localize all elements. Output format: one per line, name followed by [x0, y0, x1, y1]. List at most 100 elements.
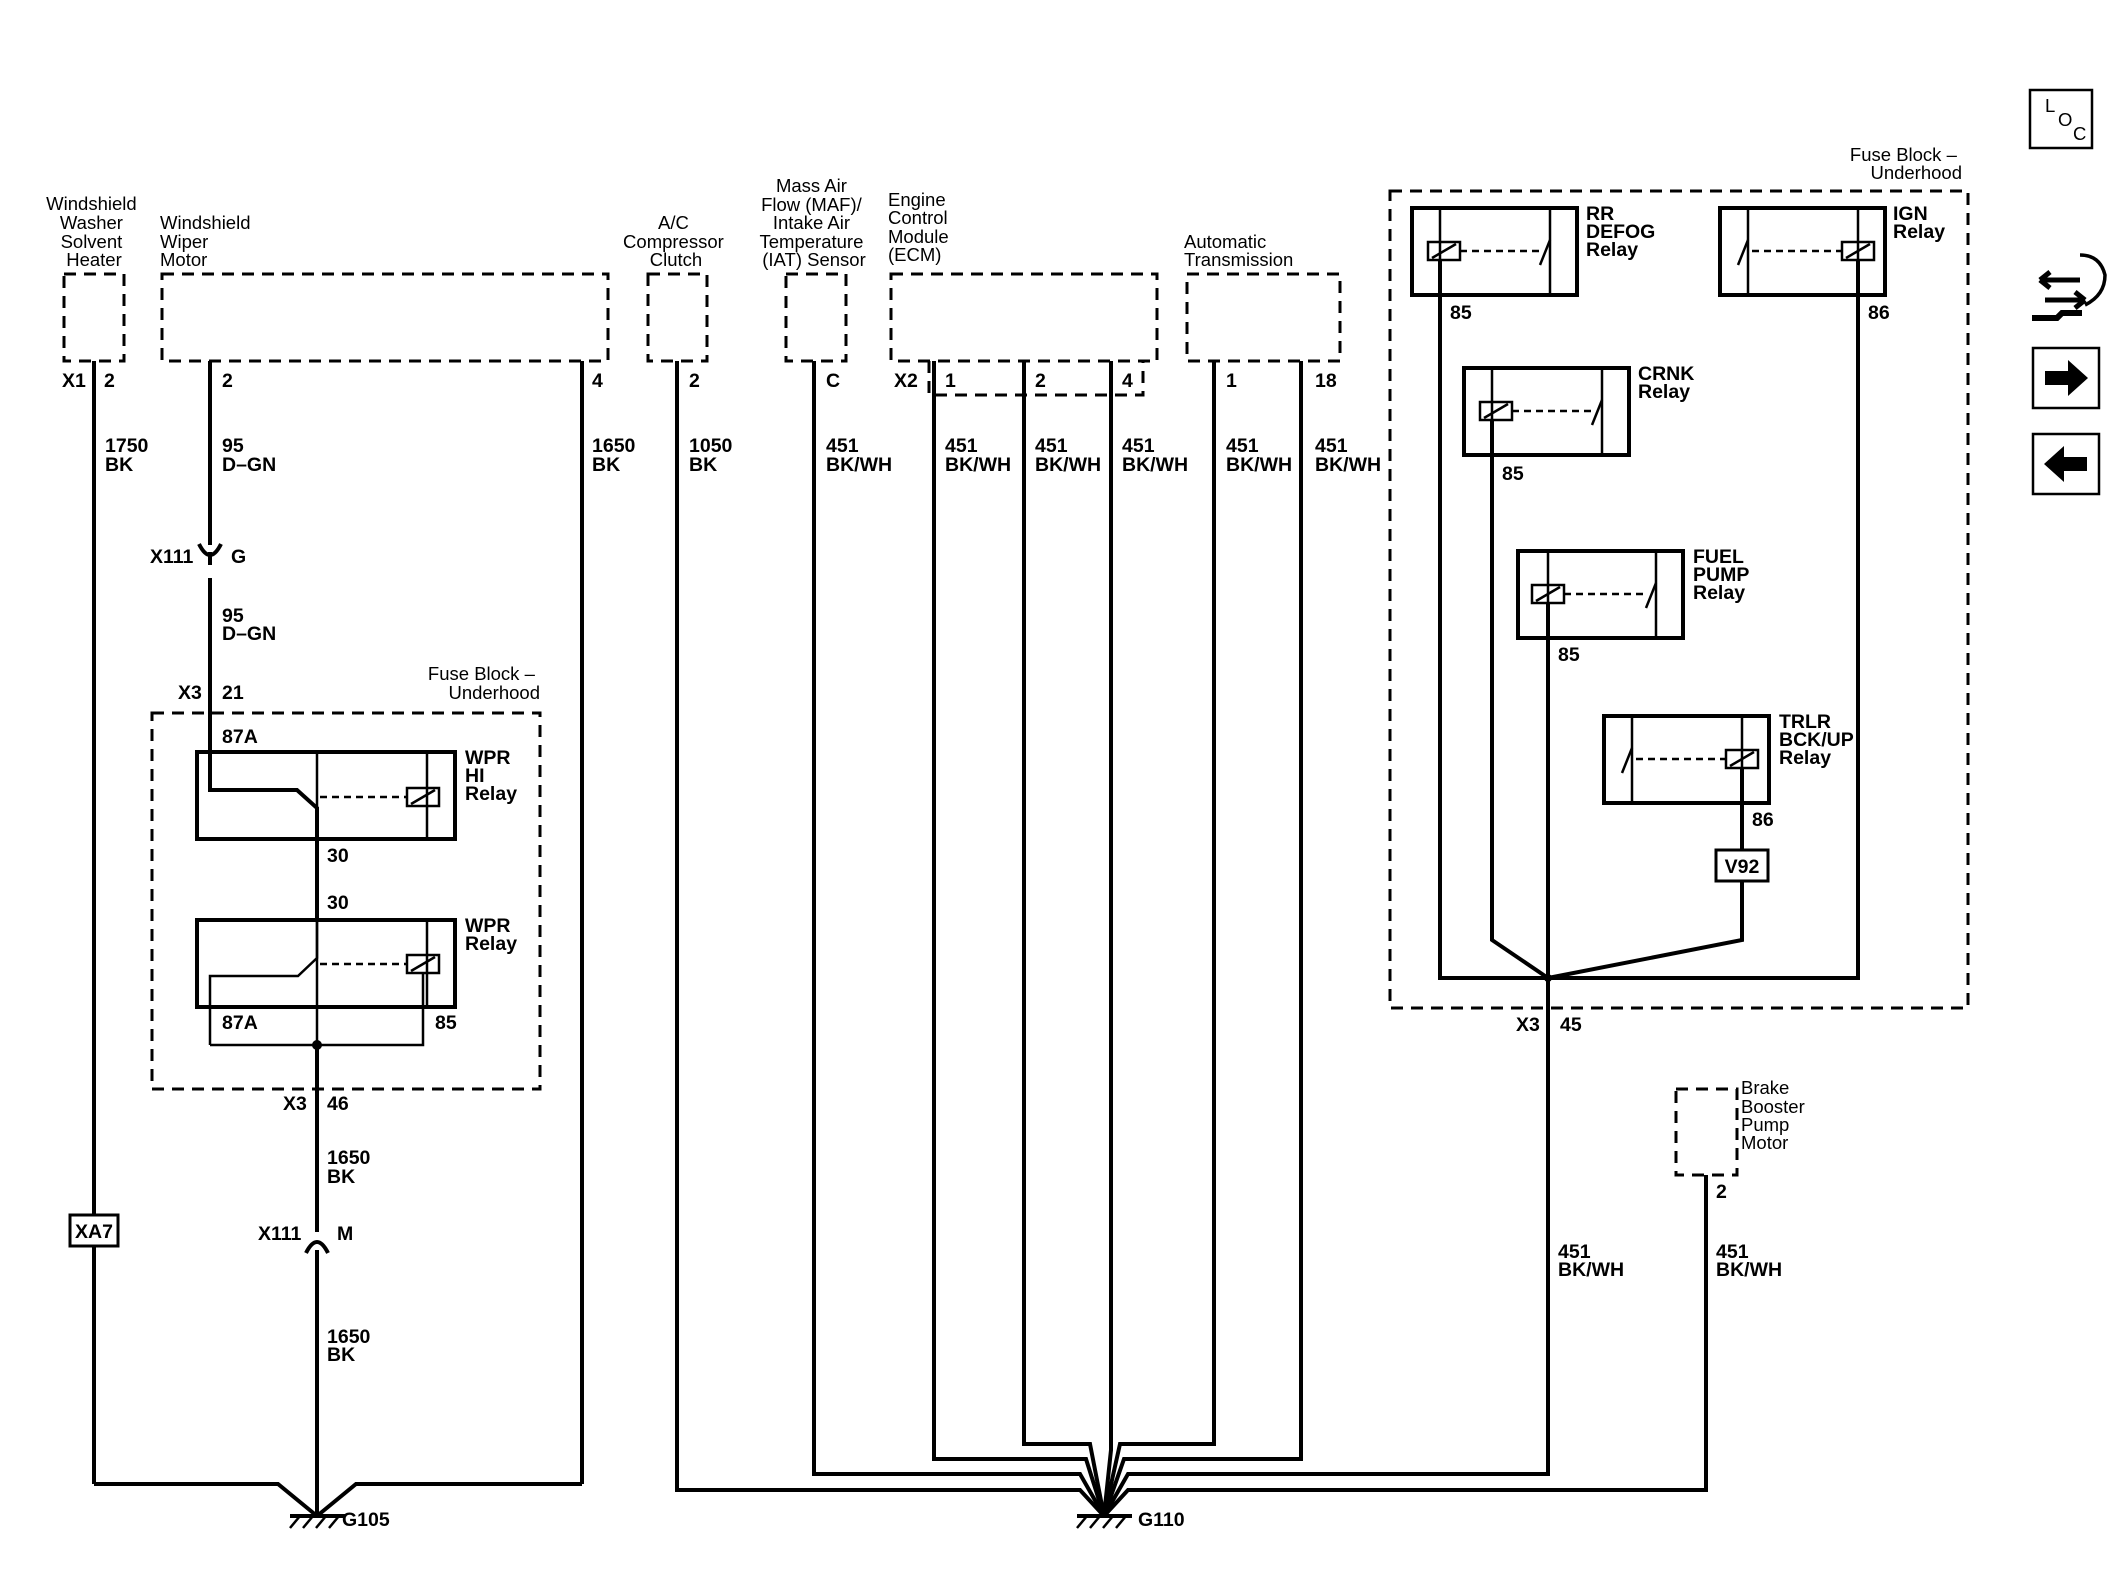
wiper-pin-4: 4: [592, 370, 603, 392]
x3-label-45: X3: [1516, 1014, 1540, 1036]
rr-defog-relay-box: [1410, 206, 1579, 297]
rr-defog-coil-slash: [1431, 242, 1457, 260]
g105-bus-right: [315, 1482, 582, 1518]
wiper-motor-box: [160, 272, 610, 363]
x111-label-a: X111: [150, 546, 194, 568]
wpr-hi-relay-box: [195, 750, 457, 841]
fuel-pump-relay-label: FUEL PUMP Relay: [1693, 546, 1754, 604]
ecm-pin-1: 1: [945, 370, 956, 392]
g105-bus-left: [94, 1482, 319, 1518]
wpr-pin-30: 30: [327, 892, 349, 914]
wrench-arrows-icon[interactable]: [2032, 253, 2107, 321]
loc-o: O: [2058, 109, 2072, 130]
loc-button[interactable]: L O C: [2028, 88, 2094, 150]
fb-pin-45: 45: [1560, 1014, 1582, 1036]
trlr-switch: [1620, 747, 1634, 774]
fuse-block-right-box: [1388, 189, 1970, 1010]
g110-ground-icon: [1076, 1514, 1132, 1529]
wpr-relay-box: [195, 918, 457, 1009]
g105-ground-icon: [289, 1514, 345, 1529]
wire-ecm4-451: [1102, 361, 1113, 1517]
x3-label-46: X3: [283, 1093, 307, 1115]
wpr-hi-pin-87a: 87A: [222, 726, 258, 748]
fuel-pump-relay-box: [1516, 549, 1685, 640]
crnk-relay-box: [1462, 366, 1631, 457]
fb-pin-21: 21: [222, 682, 244, 704]
wpr-hi-switch-path: [208, 752, 319, 839]
x1-connector-label: X1: [62, 370, 86, 392]
trans-box: [1185, 272, 1342, 363]
x2-connector-label: X2: [894, 370, 918, 392]
wpr-pin-87a: 87A: [222, 1012, 258, 1034]
crnk-coil-slash: [1483, 402, 1509, 420]
trlr-coil-slash: [1729, 750, 1755, 768]
ecm-pin-2: 2: [1035, 370, 1046, 392]
fuel-pump-pin-85: 85: [1558, 644, 1580, 666]
trlr-relay-label: TRLR BCK/UP Relay: [1779, 711, 1859, 769]
maf-iat-box: [784, 272, 848, 363]
trans-pin-18: 18: [1315, 370, 1337, 392]
wire-v92: [1547, 881, 1744, 980]
wire-trans1-451: [1102, 361, 1216, 1517]
x111-label-b: X111: [258, 1223, 302, 1245]
wire-ecm2-451: [1022, 361, 1106, 1517]
ign-relay-label: IGN Relay: [1893, 203, 1945, 243]
washer-heater-box: [62, 272, 126, 363]
x111-m-connector: [304, 1240, 330, 1254]
back-arrow-icon[interactable]: [2031, 432, 2101, 496]
trans-title: Automatic Transmission: [1184, 231, 1293, 270]
x111-pin-m: M: [337, 1223, 353, 1245]
v92-label: V92: [1725, 856, 1760, 878]
wpr-coil-slash: [410, 955, 436, 973]
forward-arrow-icon[interactable]: [2031, 346, 2101, 410]
trlr-relay-box: [1602, 714, 1771, 805]
wpr-pin-85: 85: [435, 1012, 457, 1034]
fuse-block-left-box: [150, 711, 542, 1091]
x3-label-21: X3: [178, 682, 202, 704]
wire-crnk-85: [1490, 420, 1550, 980]
rr-defog-pin-85: 85: [1450, 302, 1472, 324]
ecm-x2-connector: [927, 361, 1145, 397]
brake-booster-box: [1674, 1087, 1739, 1177]
wire-ign-86: [1548, 260, 1860, 980]
wire-trans18-451: [1102, 361, 1303, 1517]
brake-booster-title: Brake Booster Pump Motor: [1741, 1077, 1810, 1153]
ign-coil-slash: [1845, 242, 1871, 260]
g110-label: G110: [1138, 1509, 1185, 1531]
ign-relay-box: [1718, 206, 1887, 297]
wpr-hi-pin-30: 30: [327, 845, 349, 867]
wire-brake-451: [1102, 1175, 1708, 1518]
ecm-box: [889, 272, 1159, 363]
trans-pin-1: 1: [1226, 370, 1237, 392]
wiper-pin-2: 2: [222, 370, 233, 392]
ecm-pin-4: 4: [1122, 370, 1133, 392]
wire-ecm1-451: [932, 361, 1106, 1517]
crnk-relay-label: CRNK Relay: [1638, 363, 1700, 403]
wire-fb45-451: [1102, 980, 1550, 1517]
loc-l: L: [2045, 95, 2055, 116]
washer-heater-title: Windshield Washer Solvent Heater: [46, 193, 142, 270]
fb-pin-46: 46: [327, 1093, 349, 1115]
g105-label: G105: [342, 1509, 390, 1531]
crnk-switch: [1590, 399, 1604, 426]
wiper-motor-title: Windshield Wiper Motor: [160, 212, 256, 270]
wire-rr-defog-85: [1438, 260, 1548, 980]
fuel-pump-switch: [1644, 582, 1658, 609]
ac-pin: 2: [689, 370, 700, 392]
ign-switch: [1736, 239, 1750, 266]
fuse-block-right-title: Fuse Block – Underhood: [1850, 144, 1962, 183]
maf-pin: C: [826, 370, 840, 392]
ecm-title: Engine Control Module (ECM): [888, 189, 954, 265]
brake-pin-2: 2: [1716, 1181, 1727, 1203]
wpr-relay-label: WPR Relay: [465, 915, 517, 955]
